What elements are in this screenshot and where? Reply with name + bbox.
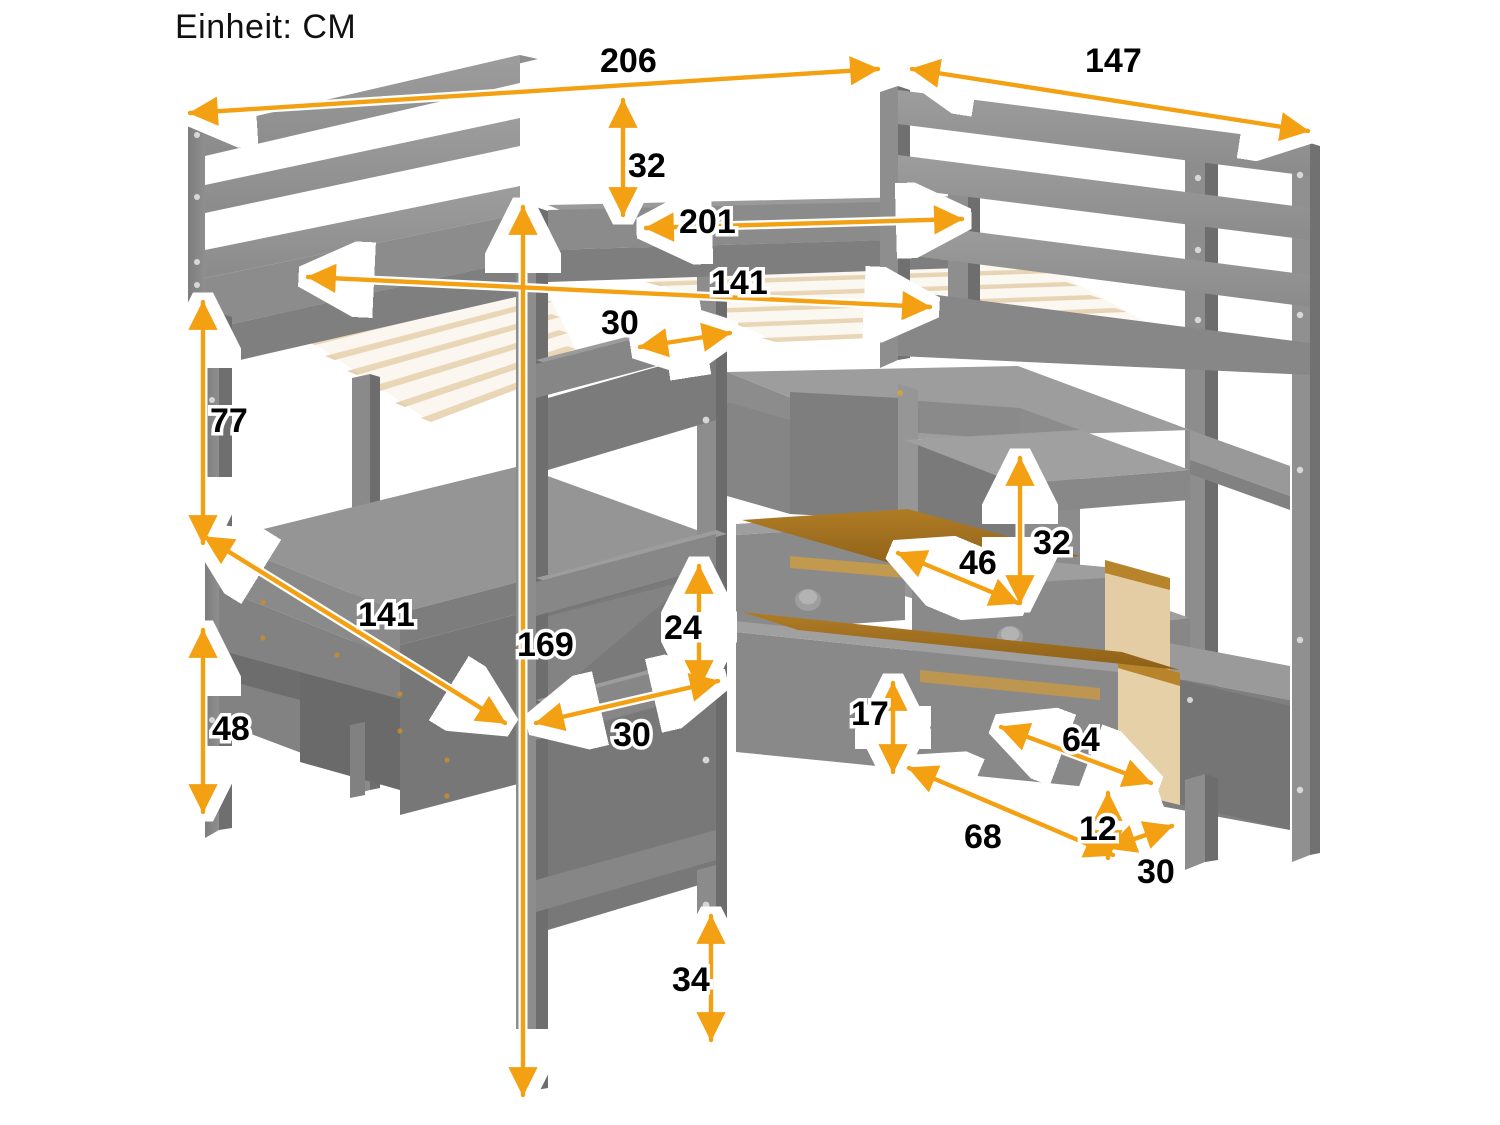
dimension-label-mattress-width: 141 [708,263,772,304]
dimension-label-drawer-height: 17 [848,694,893,735]
dimension-label-overall-depth: 147 [1082,41,1146,82]
dimension-label-desk-height: 48 [209,709,254,750]
dim-line-46 [895,550,1021,606]
dim-line-147 [909,58,1311,142]
right-legs [1185,774,1218,870]
dimension-label-underbed-clearance: 77 [207,401,252,442]
dimension-label-cubby-depth: 46 [956,543,1001,584]
dimension-label-overall-length: 206 [597,41,661,82]
dim-line-64 [998,723,1154,787]
dimension-label-drawer-width-upper: 64 [1059,720,1104,761]
dim-line-30-top [637,322,733,358]
dim-line-68 [906,765,1116,858]
dimension-label-ladder-bottom-gap: 34 [669,960,714,1001]
dimension-label-shelf-opening-height: 24 [661,608,706,649]
dim-line-30-drawer [1105,821,1175,853]
dim-line-206 [187,56,881,126]
dimension-label-total-height: 169 [514,625,578,666]
dimension-label-drawer-width-lower: 68 [961,817,1006,858]
dimension-label-shelf-depth-30: 30 [610,715,655,756]
dimension-label-desk-length: 141 [355,595,419,636]
dimension-label-mattress-length: 201 [676,202,740,243]
dimension-label-drawer-depth: 30 [1134,852,1179,893]
dimension-label-cubby-height: 32 [1030,523,1075,564]
dim-line-201 [643,205,965,242]
dimension-label-slat-gap-top: 30 [598,303,643,344]
dimension-label-drawer-gap: 12 [1076,809,1121,850]
dimension-label-guardrail-height: 32 [625,146,670,187]
dim-line-141-desk [202,534,508,726]
dim-line-141-bed [305,263,933,321]
